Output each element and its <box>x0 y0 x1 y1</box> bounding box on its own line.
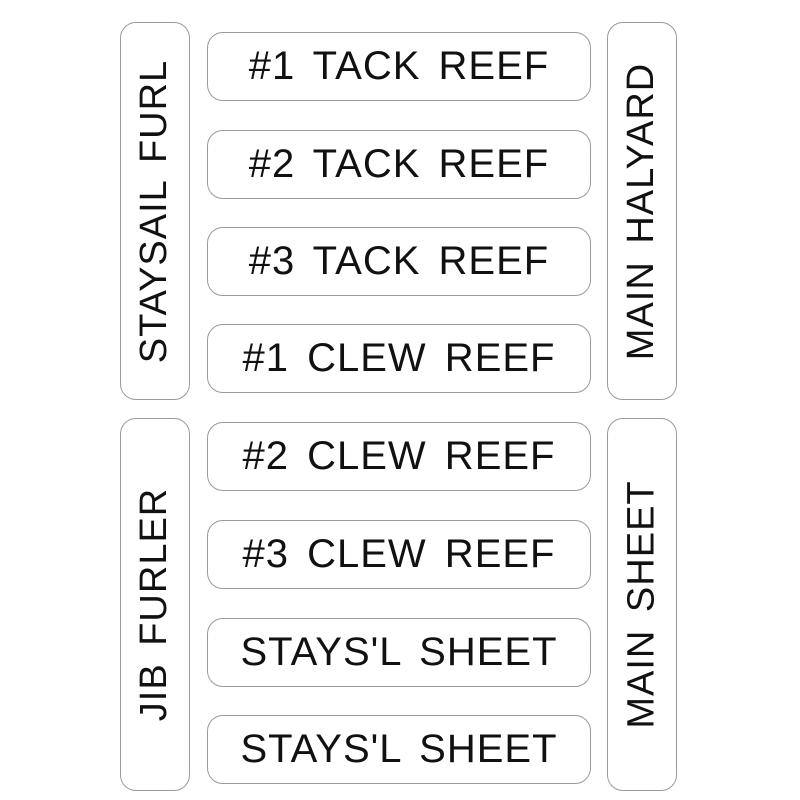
label-text: STAYSAIL FURL <box>133 59 176 363</box>
label-main-sheet: MAIN SHEET <box>607 418 677 791</box>
label-1-clew-reef: #1 CLEW REEF <box>207 324 591 393</box>
label-text: MAIN HALYARD <box>620 62 663 360</box>
label-1-tack-reef: #1 TACK REEF <box>207 32 591 101</box>
label-main-halyard: MAIN HALYARD <box>607 22 677 400</box>
label-2-tack-reef: #2 TACK REEF <box>207 130 591 199</box>
label-jib-furler: JIB FURLER <box>120 418 190 791</box>
label-2-clew-reef: #2 CLEW REEF <box>207 422 591 491</box>
label-staysl-sheet: STAYS'L SHEET <box>207 618 591 687</box>
label-staysail-furl: STAYSAIL FURL <box>120 22 190 400</box>
label-3-clew-reef: #3 CLEW REEF <box>207 520 591 589</box>
label-text: JIB FURLER <box>133 487 176 722</box>
label-staysl-sheet: STAYS'L SHEET <box>207 715 591 784</box>
label-3-tack-reef: #3 TACK REEF <box>207 227 591 296</box>
label-text: MAIN SHEET <box>620 480 663 729</box>
